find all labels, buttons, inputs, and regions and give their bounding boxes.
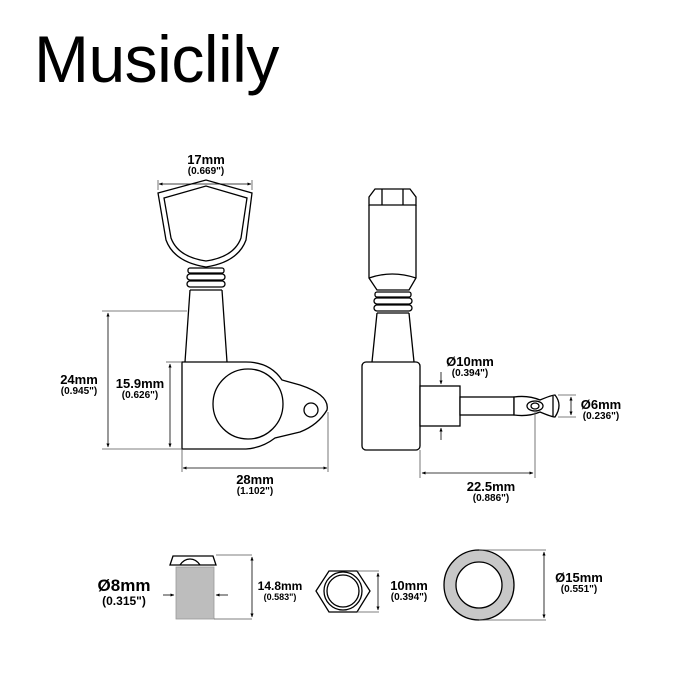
bushing-diameter-label: Ø10mm (0.394") — [446, 354, 494, 379]
front-view-tuner — [157, 179, 328, 450]
front-view-dimensions — [102, 180, 329, 472]
hex-nut-size-label: 10mm (0.394") — [390, 578, 428, 603]
string-post-tip — [513, 394, 560, 418]
bushing-height-label: 14.8mm (0.583") — [257, 579, 303, 602]
mount-hole — [303, 402, 319, 418]
hex-nut — [315, 570, 371, 613]
tuner-button — [157, 179, 253, 268]
tuner-housing — [181, 361, 328, 450]
side-bushing — [419, 385, 461, 427]
housing-height-label: 15.9mm (0.626") — [115, 376, 165, 401]
total-height-label: 24mm (0.945") — [60, 372, 98, 397]
brand-logo: Musiclily — [34, 22, 279, 96]
button-width-label: 17mm (0.669") — [187, 152, 225, 177]
side-view-dimensions — [419, 372, 576, 478]
gear-cover-circle — [212, 368, 284, 440]
post-length-label: 22.5mm (0.886") — [466, 479, 516, 504]
total-length-label: 28mm (1.102") — [236, 472, 274, 497]
washer — [443, 549, 515, 621]
washer-diameter-label: Ø15mm (0.551") — [555, 570, 603, 595]
post-diameter-label: Ø6mm (0.236") — [580, 397, 622, 422]
bushing-dimensions — [163, 554, 254, 620]
side-housing — [361, 361, 421, 451]
side-view-tuner — [361, 188, 560, 451]
bushing-diameter-hw-label: Ø8mm (0.315") — [97, 576, 151, 608]
threaded-bushing — [169, 555, 217, 620]
